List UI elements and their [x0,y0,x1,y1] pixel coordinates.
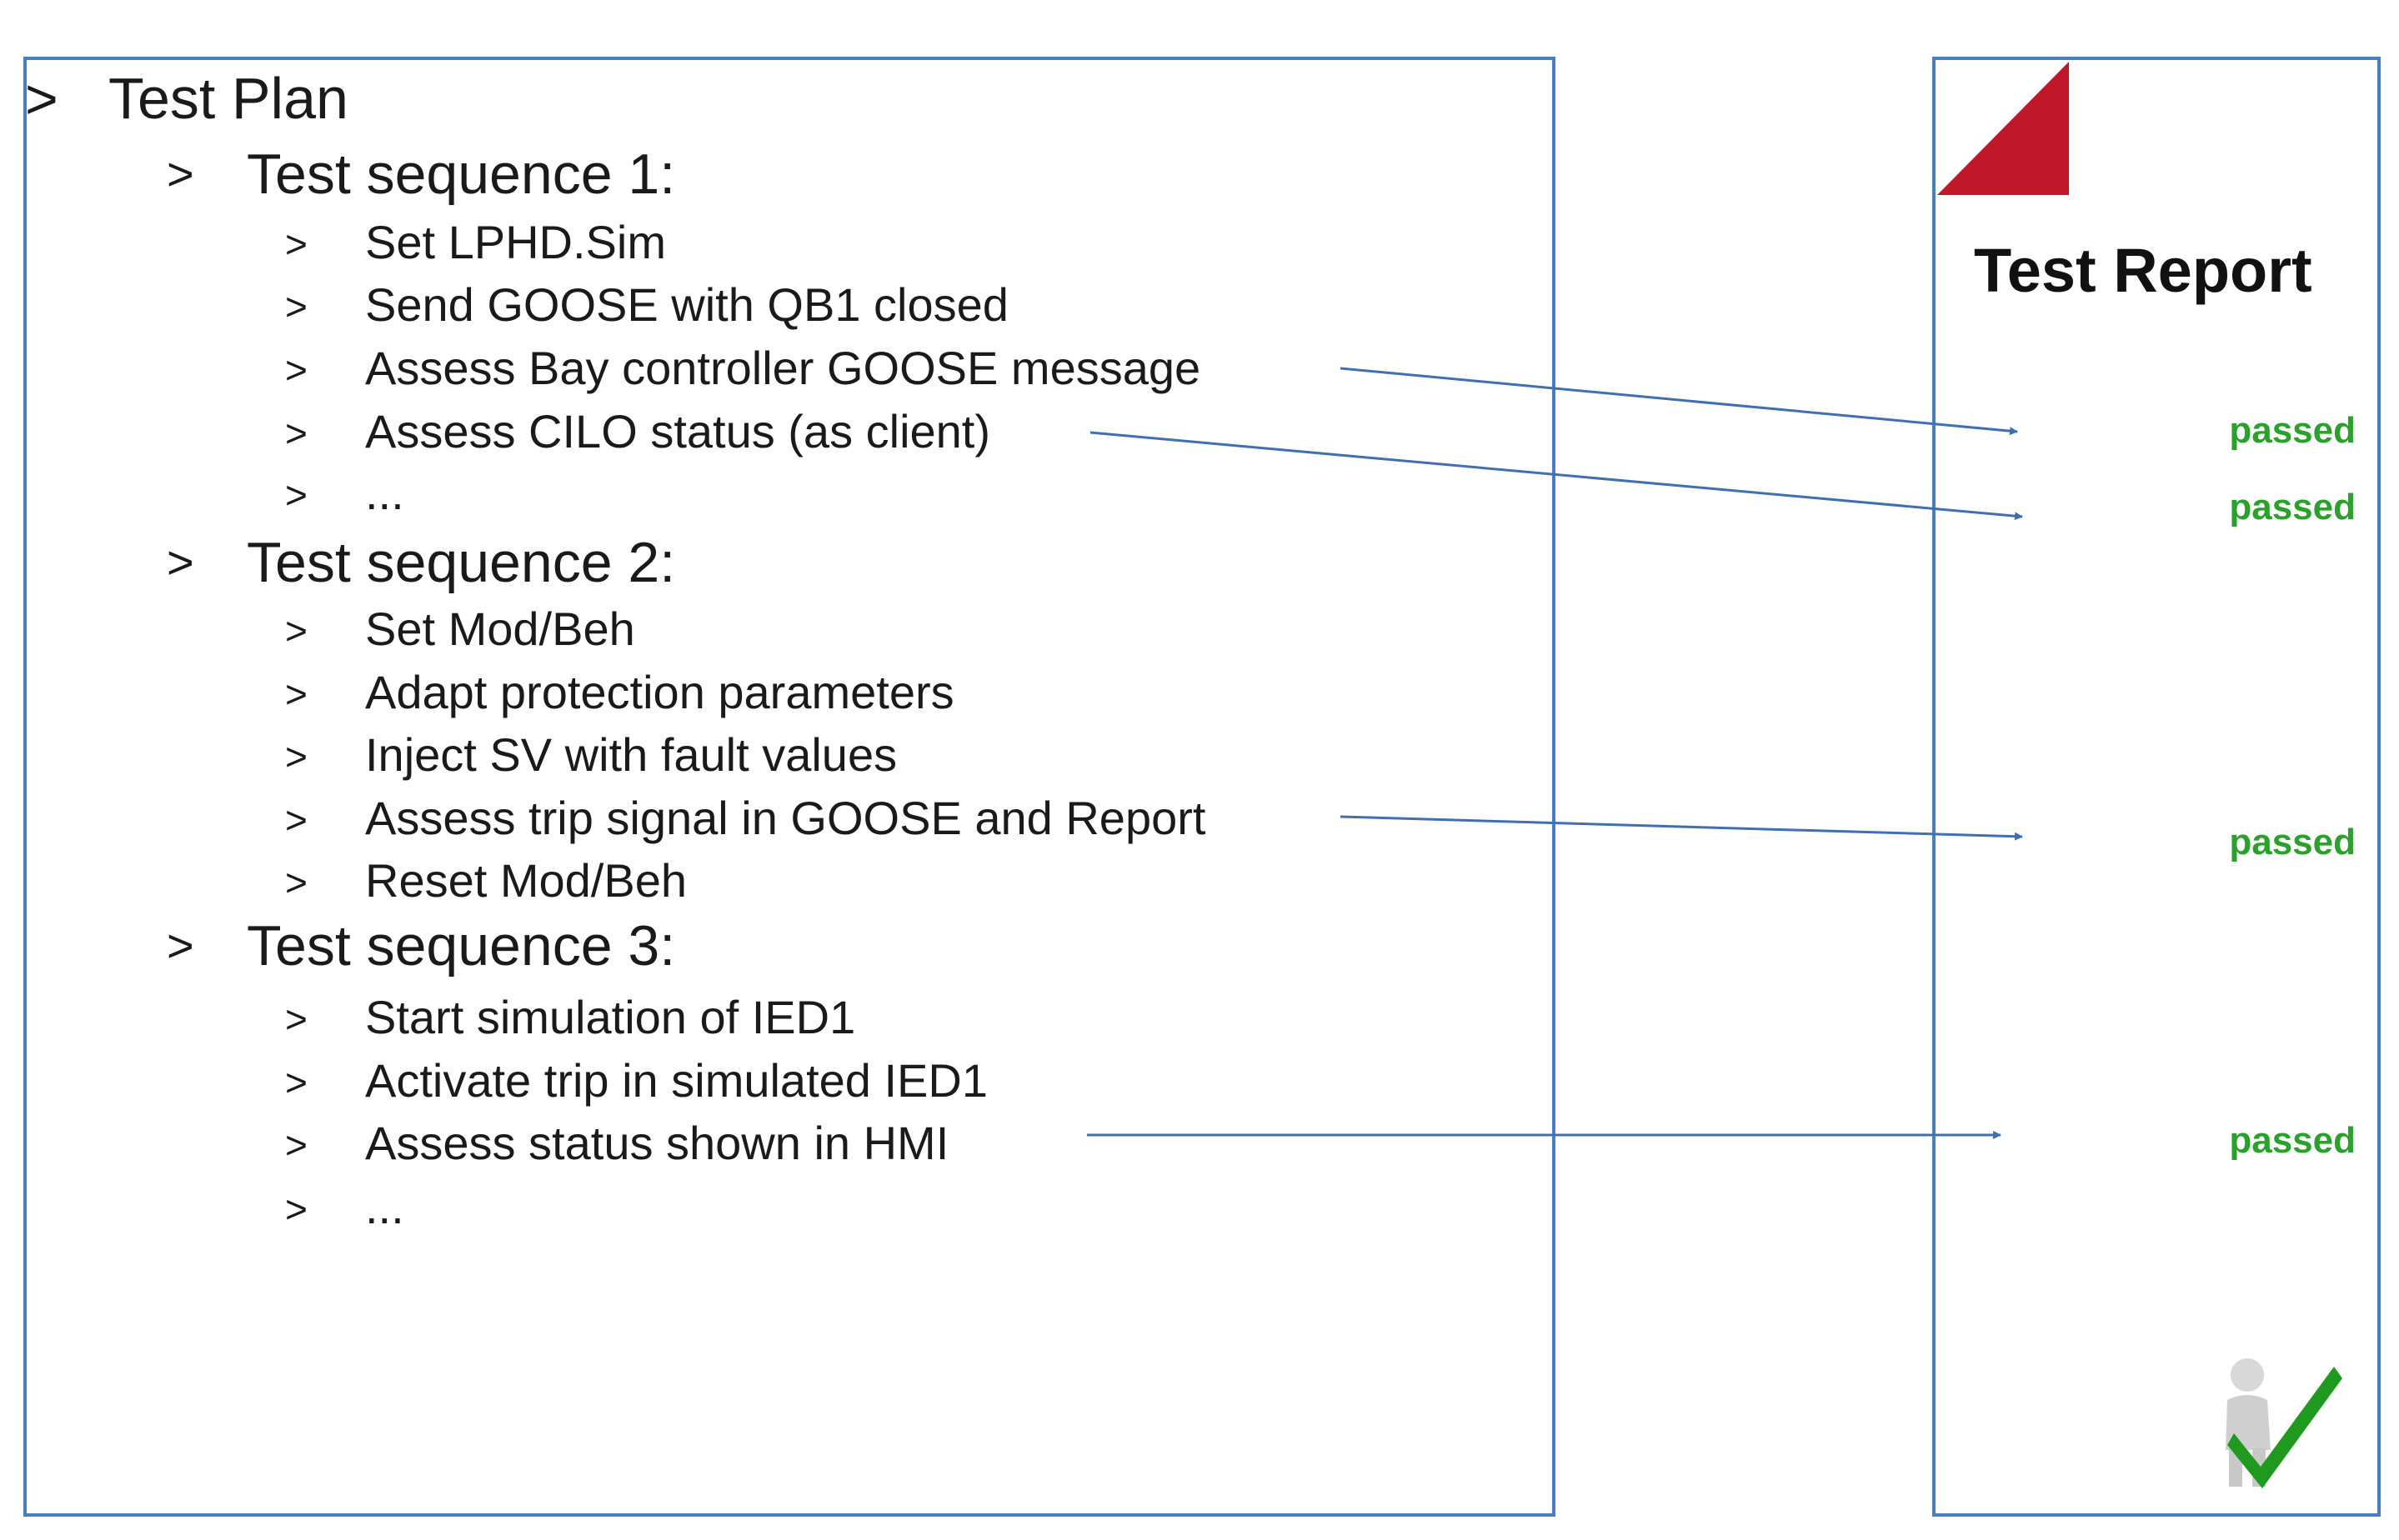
step-label: Inject SV with fault values [365,728,898,781]
arrow-line [1340,367,2018,436]
bullet-marker: > [25,68,58,131]
status-badge: passed [2229,822,2356,862]
bullet-marker: > [167,148,194,200]
bullet-marker: > [285,609,308,652]
bullet-marker: > [285,348,308,392]
bullet-marker: > [167,536,194,588]
figure-with-checkmark-icon [2226,1358,2342,1488]
step-label: Set Mod/Beh [365,602,635,655]
bullet-marker: > [285,285,308,328]
status-badge: passed [2229,487,2356,528]
step-label: ... [365,467,404,519]
bullet-marker: > [285,672,308,716]
step-label: Assess CILO status (as client) [365,405,991,458]
status-badge: passed [2229,1120,2356,1161]
arrow-line [1089,431,2023,521]
step-label: Start simulation of IED1 [365,991,856,1043]
bullet-marker: > [285,222,308,266]
step-label: Adapt protection parameters [365,666,954,718]
sequence-title: Test sequence 1: [247,142,676,206]
bullet-marker: > [285,861,308,904]
step-label: Assess status shown in HMI [365,1117,949,1169]
bullet-marker: > [285,798,308,842]
step-label: Assess Bay controller GOOSE message [365,342,1201,394]
bullet-marker: > [285,412,308,455]
status-badge: passed [2229,410,2356,451]
bullet-marker: > [167,919,194,972]
step-label: Activate trip in simulated IED1 [365,1054,988,1107]
bullet-marker: > [285,1123,308,1167]
test-plan-panel [23,57,1555,1517]
step-label: Assess trip signal in GOOSE and Report [365,792,1206,844]
bullet-marker: > [285,1061,308,1104]
test-plan-title: Test Plan [108,66,348,131]
bullet-marker: > [285,735,308,778]
sequence-title: Test sequence 2: [247,531,676,594]
step-label: Send GOOSE with QB1 closed [365,278,1009,331]
bullet-marker: > [285,1188,308,1231]
step-label: Set LPHD.Sim [365,216,666,268]
step-label: Reset Mod/Beh [365,854,687,907]
arrow-line [1340,815,2023,841]
test-report-title: Test Report [1974,236,2312,305]
red-corner-triangle-icon [1937,62,2069,195]
sequence-title: Test sequence 3: [247,914,676,978]
test-report-panel [1932,57,2381,1517]
bullet-marker: > [285,473,308,517]
step-label: ... [365,1181,404,1233]
bullet-marker: > [285,998,308,1041]
